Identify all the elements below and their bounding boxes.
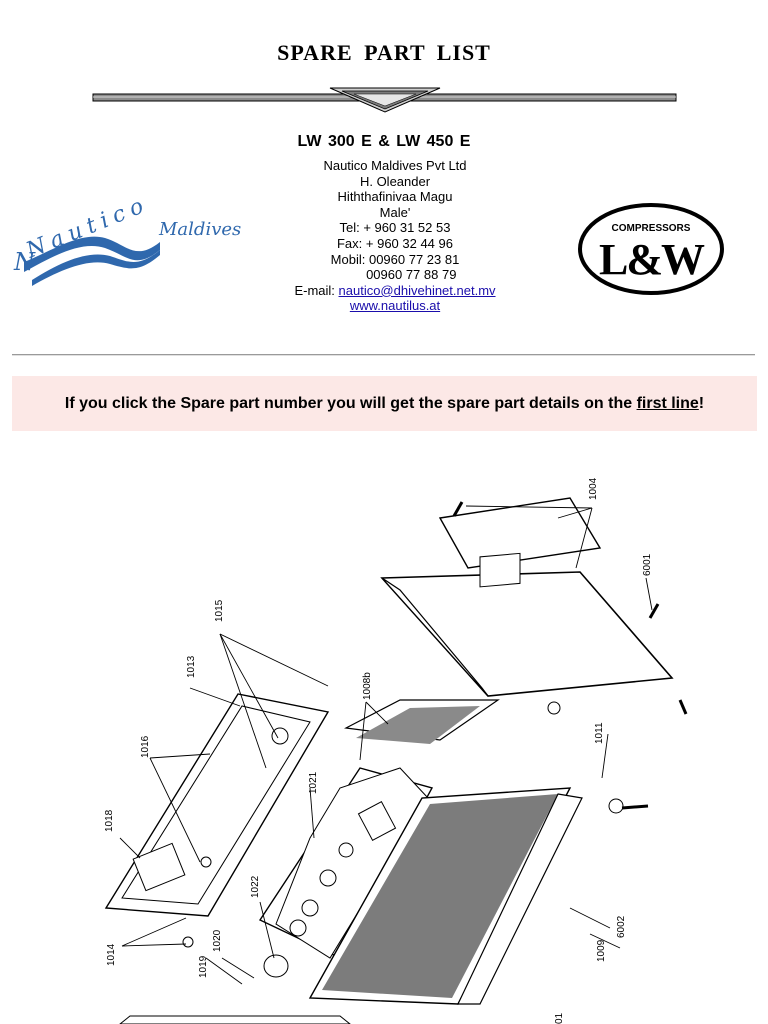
part-label-6002[interactable]: 6002 — [616, 915, 627, 938]
fax-line: Fax: + 960 32 44 96 — [336, 235, 453, 251]
first-line-link[interactable]: first line — [636, 394, 699, 412]
part-label-6001[interactable]: 6001 — [642, 553, 653, 576]
part-label-1016[interactable]: 1016 — [140, 735, 151, 758]
title-divider — [92, 87, 677, 113]
page-title: SPARE PART LIST — [277, 40, 491, 65]
part-label-1011[interactable]: 1011 — [594, 722, 605, 744]
part-label-1021[interactable]: 1021 — [308, 771, 319, 794]
part-label-1013[interactable]: 1013 — [186, 655, 197, 678]
maldives-wordmark: Maldives — [158, 219, 241, 240]
mobile-line-2: 00960 77 88 79 — [333, 267, 457, 283]
part-label-1022[interactable]: 1022 — [250, 875, 261, 898]
exploded-parts-diagram: 1004 6001 1015 1013 1008b 1016 1011 1021… — [10, 438, 758, 1024]
part-label-1020[interactable]: 1020 — [212, 929, 223, 952]
part-label-1008b[interactable]: 1008b — [362, 672, 373, 700]
lw-logo-mark: L&W — [599, 235, 705, 284]
company-name: Nautico Maldives Pvt Ltd — [323, 158, 467, 173]
contact-block: Nautico Maldives Pvt Ltd H. Oleander Hit… — [195, 158, 595, 314]
part-label-1019[interactable]: 1019 — [198, 955, 209, 978]
website-link[interactable]: www.nautilus.at — [349, 298, 441, 314]
lw-logo-tagline: COMPRESSORS — [612, 223, 691, 234]
email-line: E-mail: nautico@dhivehinet.net.mv — [195, 283, 595, 299]
section-divider — [12, 354, 755, 356]
model-subtitle: LW 300 E & LW 450 E — [297, 133, 471, 150]
address-line-1: H. Oleander — [359, 173, 431, 189]
instruction-text: If you click the Spare part number you w… — [64, 394, 637, 412]
part-label-01[interactable]: 01 — [554, 1012, 565, 1024]
part-label-1009[interactable]: 1009 — [596, 939, 607, 962]
email-label: E-mail: — [294, 282, 339, 298]
instruction-banner: If you click the Spare part number you w… — [12, 376, 757, 431]
address-city: Male' — [379, 204, 411, 220]
mobile-line-1: Mobil: 00960 77 23 81 — [330, 251, 460, 267]
website-line: www.nautilus.at — [195, 298, 595, 314]
part-label-1014[interactable]: 1014 — [106, 943, 117, 966]
instruction-end: ! — [698, 394, 705, 412]
phone-line: Tel: + 960 31 52 53 — [339, 220, 451, 236]
nautico-maldives-logo: N Nautico Maldives — [13, 200, 241, 286]
part-label-1004[interactable]: 1004 — [588, 477, 599, 500]
email-link[interactable]: nautico@dhivehinet.net.mv — [338, 282, 496, 298]
lw-compressors-logo: COMPRESSORS L&W — [578, 203, 724, 295]
part-label-1018[interactable]: 1018 — [104, 809, 115, 832]
address-line-2: Hiththafinivaa Magu — [337, 189, 453, 205]
svg-text:N: N — [13, 248, 36, 276]
part-label-1015[interactable]: 1015 — [214, 599, 225, 622]
